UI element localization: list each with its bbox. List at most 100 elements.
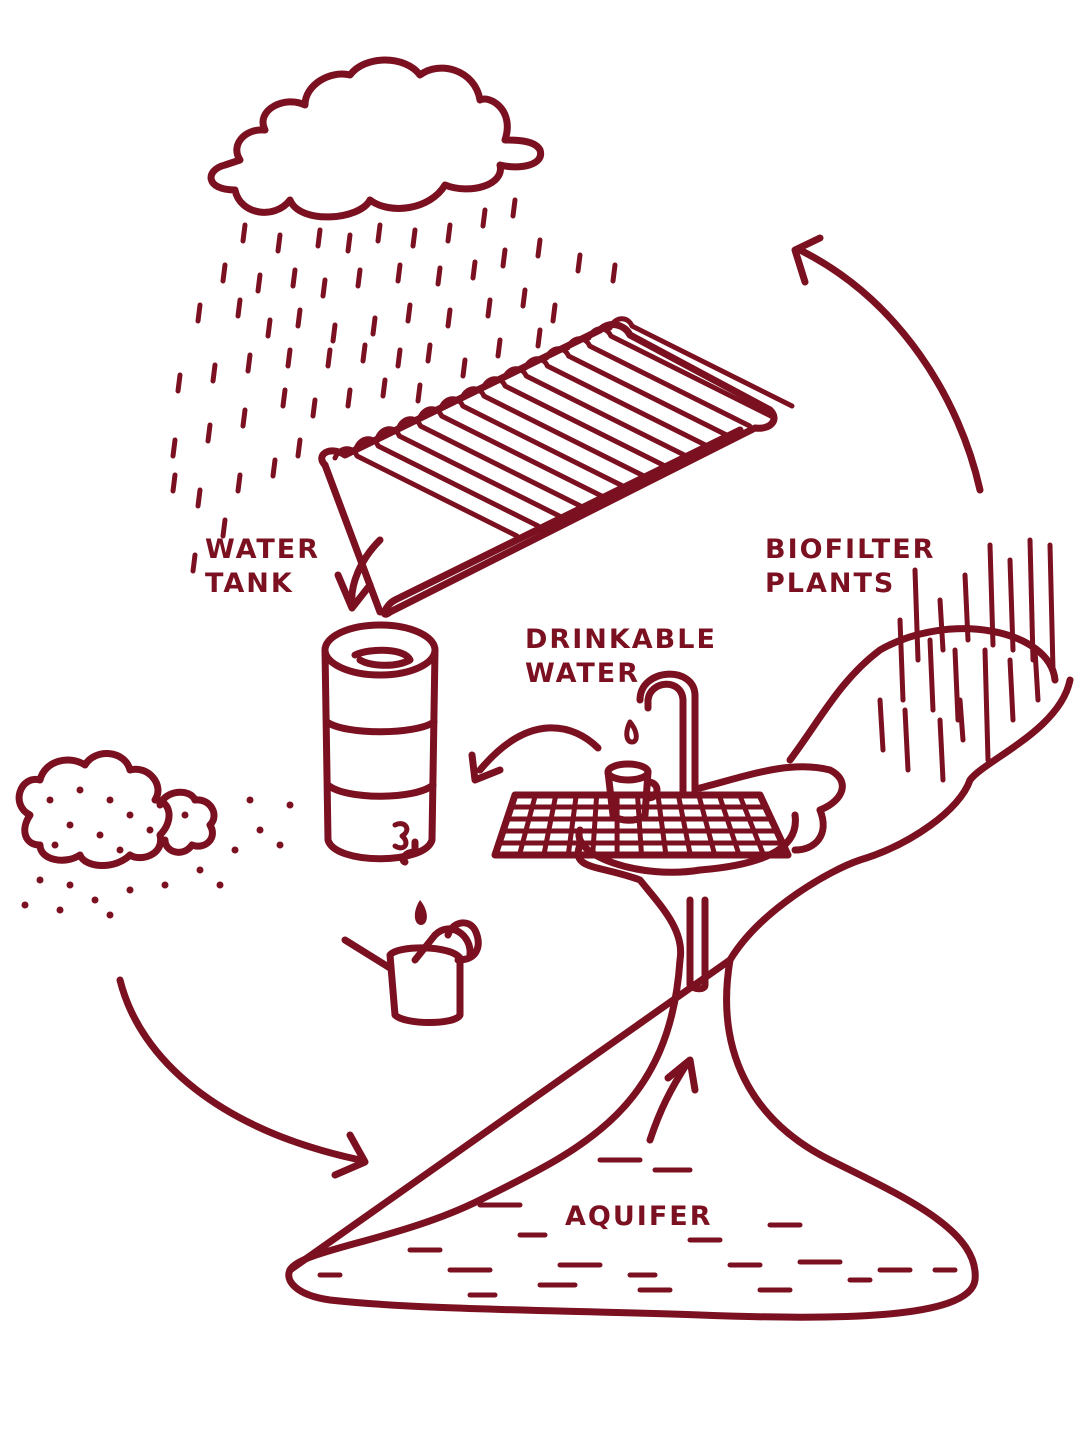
grate-bar [590,792,600,858]
label-drinkable-line-2: WATER [525,658,641,689]
rain-drop [195,487,203,509]
rain-drop [550,302,558,324]
grate-bar [696,792,718,858]
rain-drop [510,197,518,219]
rain-drop [320,277,328,299]
grate-bar [541,792,559,858]
roof-rib [586,326,774,419]
rain-drops [170,197,618,574]
roof-rib [438,396,626,489]
arrow-to-tank-icon [468,724,602,784]
rain-drop [295,307,303,329]
rain-drop [210,362,218,384]
biofilter-plants-icon [786,537,1059,783]
rain-drop [195,302,203,324]
label-water-tank-line-1: WATER [205,534,321,565]
plant-stem [957,697,966,743]
rain-drop [445,222,453,244]
watering-can-icon [341,900,482,1026]
rain-drop [425,342,433,364]
plant-stem [937,597,946,653]
rain-drop [235,472,243,494]
bush-dot [196,866,204,874]
rain-drop [330,322,338,344]
plant-stem [962,572,971,643]
rain-drop [275,232,283,254]
bush-dot [181,811,189,819]
rain-drop [445,307,453,329]
aquifer-icon [285,676,1074,1321]
roof-rib [374,426,562,519]
roof-rib [417,406,605,499]
bush-dot [66,821,74,829]
rain-drop [345,232,353,254]
rain-drop [460,357,468,379]
rain-drop [325,347,333,369]
sink-tap-icon [491,670,846,876]
plant-stem [987,542,996,648]
roof-rib [459,386,647,479]
roof-rib [480,376,668,469]
rain-drop [495,337,503,359]
bush-dot [246,796,254,804]
bush-dot [286,801,294,809]
rain-drop [410,227,418,249]
grate-bar [516,792,538,858]
bush-dot [231,846,239,854]
arrow-cycle-up-icon [791,234,984,494]
rain-drop [290,267,298,289]
roof-rib [522,356,710,449]
plant-stem [912,567,921,663]
plant-stem [1047,542,1056,673]
rain-drop [535,327,543,349]
rain-drop [375,222,383,244]
rain-drop [355,267,363,289]
rain-drop [270,457,278,479]
rain-drop [470,259,478,281]
bush-dot [126,886,134,894]
rain-drop [500,247,508,269]
rain-drop [315,227,323,249]
label-aquifer: AQUiFER [565,1200,713,1234]
grate-bar [675,792,693,858]
plant-stem [1007,557,1016,653]
label-aquifer-text: AQUiFER [565,1201,713,1232]
bush-dot [36,876,44,884]
water-tank-icon [321,621,439,866]
bush-dot [66,881,74,889]
plant-stem [1027,537,1036,663]
rain-drop [220,517,228,539]
bush-dot [76,786,84,794]
rain-drop [170,437,178,459]
rain-drop [240,407,248,429]
bush-dot [91,896,99,904]
rain-drop [415,382,423,404]
label-water-tank: WATER TANK [205,533,320,601]
rain-drop [395,262,403,284]
rain-drop [520,287,528,309]
rain-drop [170,472,178,494]
rain-drop [345,387,353,409]
rain-drop [370,315,378,337]
roof-rib [353,436,541,529]
corrugated-roof-icon [318,316,795,618]
rain-drop [485,297,493,319]
label-biofilter-line-2: PLANTS [765,568,896,599]
label-drinkable-water: DRiNKABLE WATER [525,623,717,691]
bush-dot [21,901,29,909]
bush-dot [256,826,264,834]
plant-stem [1007,657,1016,723]
bush-dot [96,831,104,839]
rain-drop [255,272,263,294]
rain-drop [405,302,413,324]
arrow-into-tank-icon [334,536,384,612]
bush-dot [106,796,114,804]
plant-stem [897,617,906,703]
bush-dot [146,826,154,834]
label-biofilter-line-1: BiOFiLTER [765,534,936,565]
rain-drop [575,252,583,274]
rain-drop [610,262,618,284]
grate-bar [635,792,644,858]
rain-drop [395,347,403,369]
